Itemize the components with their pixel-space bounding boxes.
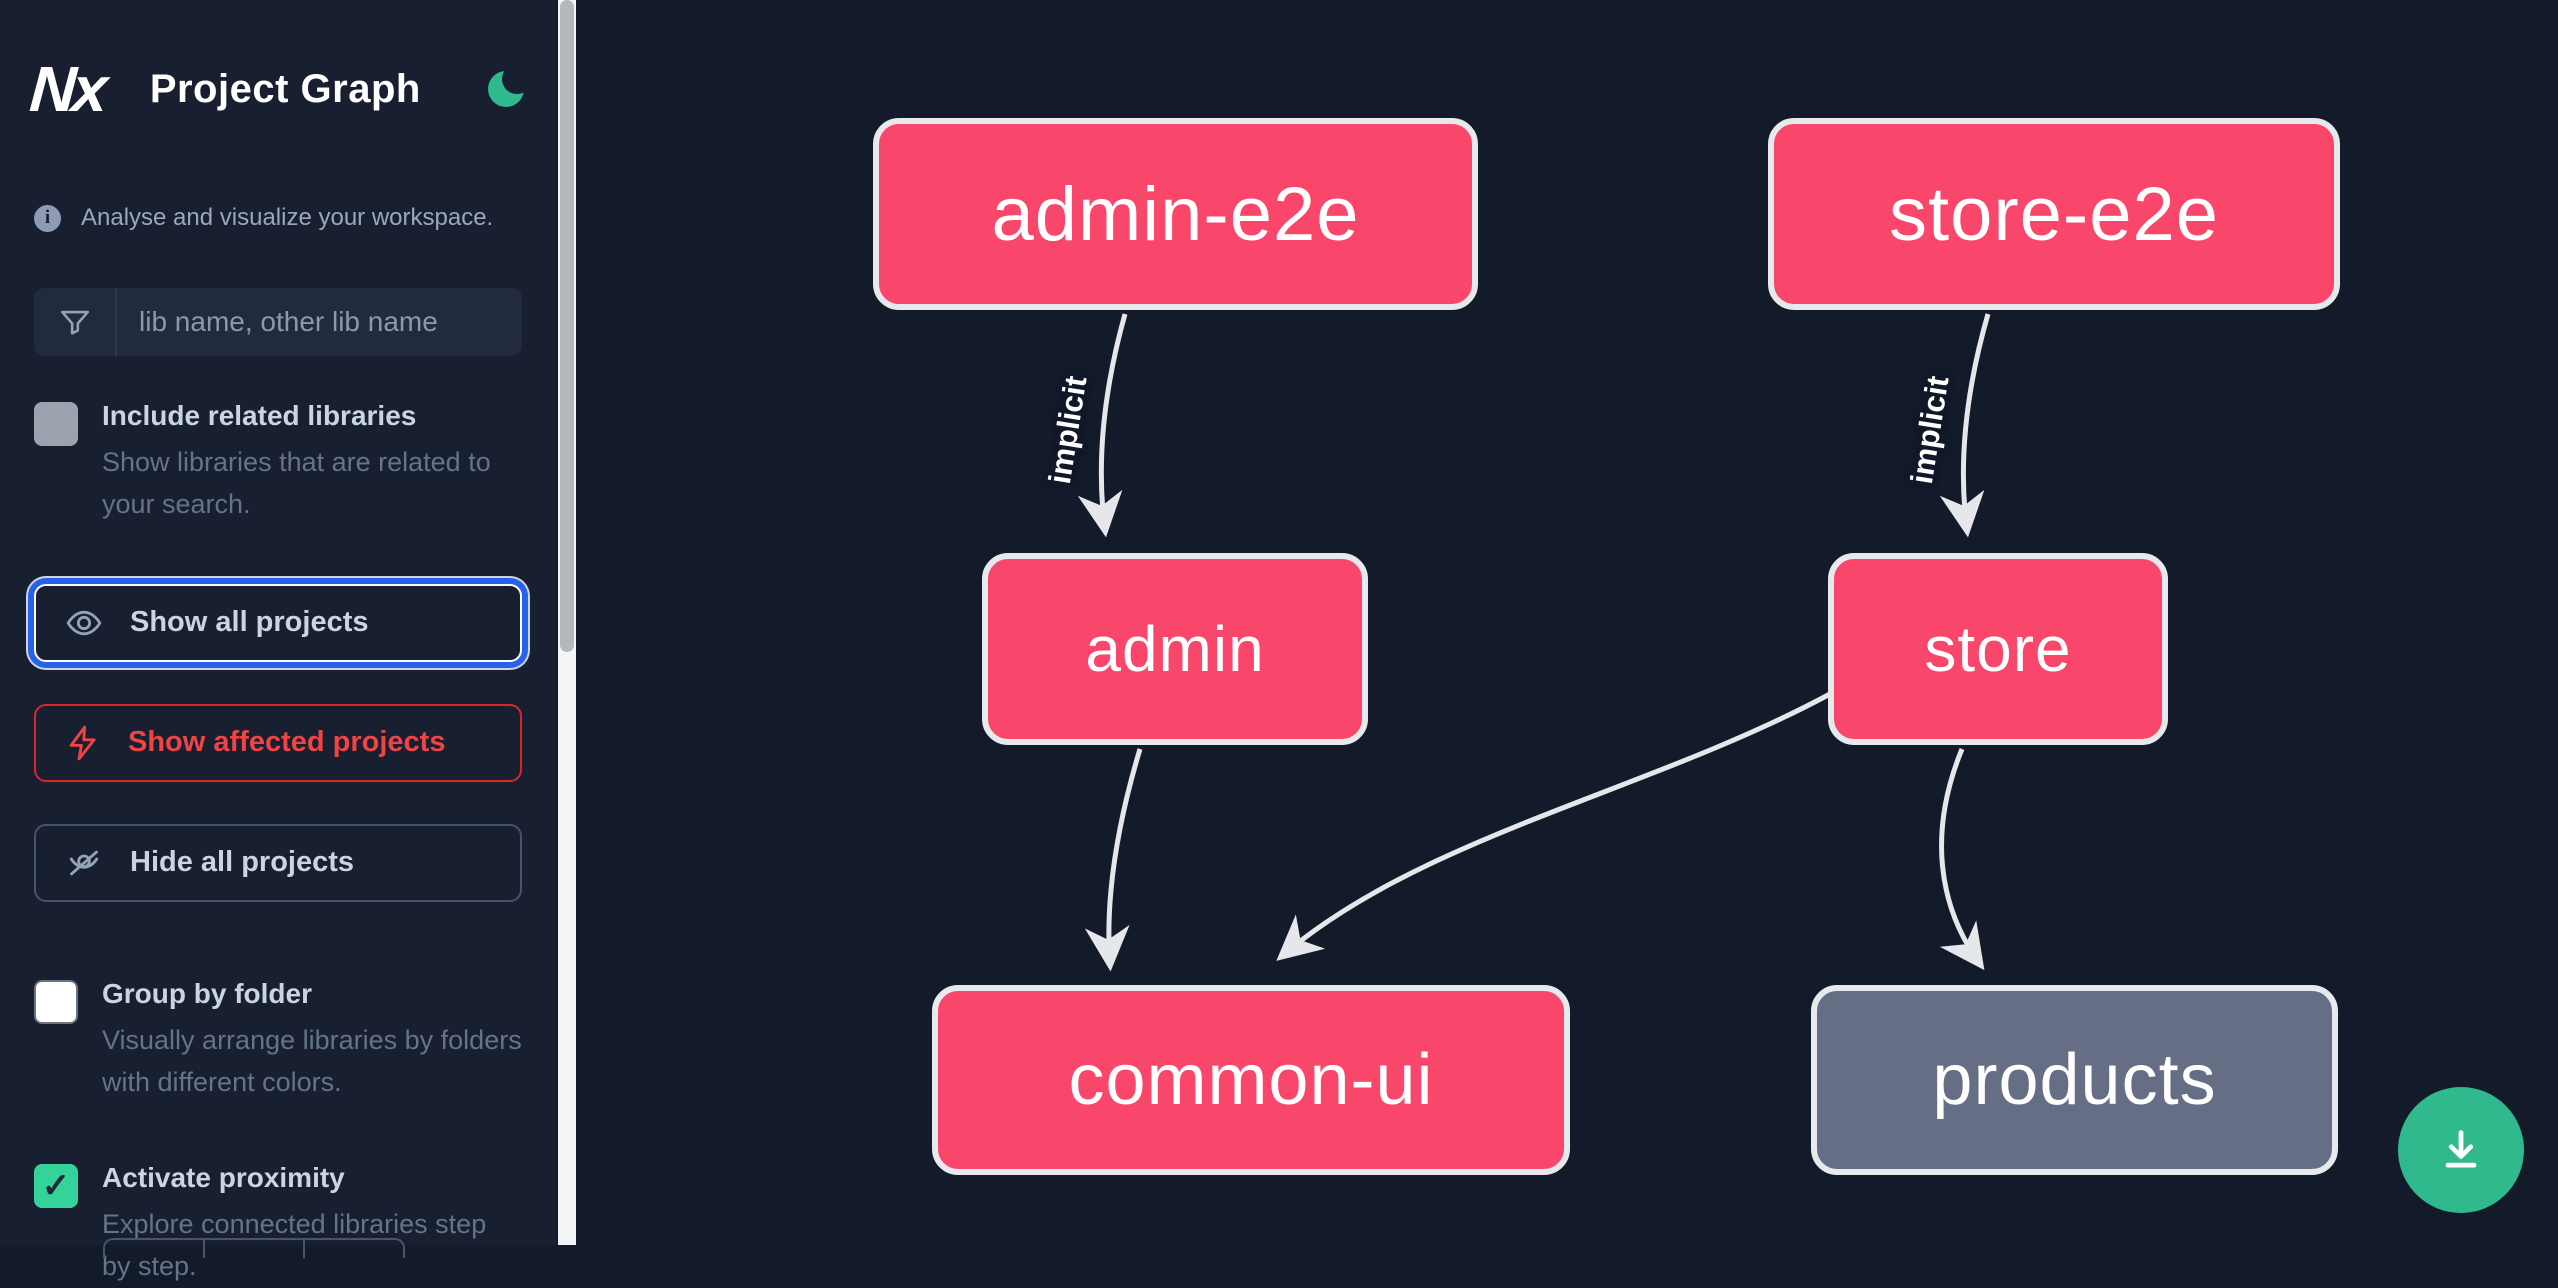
node-products[interactable]: products: [1811, 985, 2338, 1175]
eye-icon: [66, 610, 102, 636]
include-related-libraries-option[interactable]: Include related libraries Show libraries…: [34, 400, 522, 526]
node-label: admin-e2e: [991, 171, 1360, 257]
search-input[interactable]: [117, 288, 522, 356]
info-icon: i: [34, 204, 61, 232]
proximity-depth-stepper[interactable]: [103, 1238, 405, 1258]
library-filter-box: [34, 288, 522, 356]
nx-logo: Nx: [27, 53, 107, 125]
checkbox-label: Group by folder: [102, 977, 312, 1009]
node-label: admin: [1085, 613, 1265, 685]
activate-proximity-option[interactable]: ✓ Activate proximity Explore connected l…: [34, 1162, 522, 1288]
show-affected-projects-button[interactable]: Show affected projects: [34, 703, 522, 782]
checkbox-description: Show libraries that are related to your …: [102, 447, 491, 520]
node-label: store-e2e: [1888, 171, 2220, 257]
edge-admin-to-common-ui: [1084, 748, 1143, 972]
checkbox-label: Activate proximity: [102, 1161, 345, 1193]
sidebar: Nx Project Graph i Analyse and visualize…: [0, 0, 556, 1281]
node-admin-e2e[interactable]: admin-e2e: [873, 118, 1478, 310]
hide-all-projects-button[interactable]: Hide all projects: [34, 823, 522, 902]
show-all-projects-button[interactable]: Show all projects: [34, 583, 522, 662]
eye-off-icon: [69, 850, 99, 876]
download-graph-button[interactable]: [2398, 1087, 2524, 1213]
edge-store-e2e-to-store: [1939, 313, 1991, 538]
funnel-filter-icon: [34, 288, 117, 356]
checkbox-include-related[interactable]: [34, 402, 78, 446]
workspace-tagline: Analyse and visualize your workspace.: [81, 204, 494, 231]
button-label: Show all projects: [130, 606, 369, 639]
node-common-ui[interactable]: common-ui: [932, 985, 1570, 1175]
download-icon: [2445, 1130, 2477, 1168]
checkbox-label: Include related libraries: [102, 400, 417, 431]
dark-mode-toggle-moon-icon[interactable]: [486, 64, 532, 109]
node-store-e2e[interactable]: store-e2e: [1768, 118, 2340, 310]
node-label: common-ui: [1068, 1040, 1434, 1120]
edge-store-to-products: [1939, 748, 1985, 971]
node-label: products: [1932, 1040, 2217, 1120]
dependency-edges: [1077, 313, 1991, 972]
lightning-bolt-icon: [69, 725, 96, 761]
checkbox-description: Visually arrange libraries by folders wi…: [102, 1025, 522, 1097]
edge-store-to-common-ui: [1276, 691, 1832, 961]
node-label: store: [1924, 613, 2072, 685]
scrollbar-thumb[interactable]: [560, 0, 574, 652]
page-title: Project Graph: [149, 66, 421, 111]
button-label: Show affected projects: [128, 726, 446, 759]
checkbox-activate-proximity[interactable]: ✓: [34, 1163, 78, 1208]
sidebar-scrollbar[interactable]: [558, 0, 576, 1245]
button-label: Hide all projects: [130, 846, 355, 879]
checkbox-group-by-folder[interactable]: [34, 979, 78, 1024]
edge-admin-e2e-to-admin: [1077, 313, 1128, 538]
group-by-folder-option[interactable]: Group by folder Visually arrange librari…: [34, 978, 522, 1104]
project-graph-canvas[interactable]: implicit implicit admin-e2e store-e2e ad…: [576, 0, 2558, 1245]
node-admin[interactable]: admin: [982, 553, 1368, 745]
node-store[interactable]: store: [1828, 553, 2168, 745]
